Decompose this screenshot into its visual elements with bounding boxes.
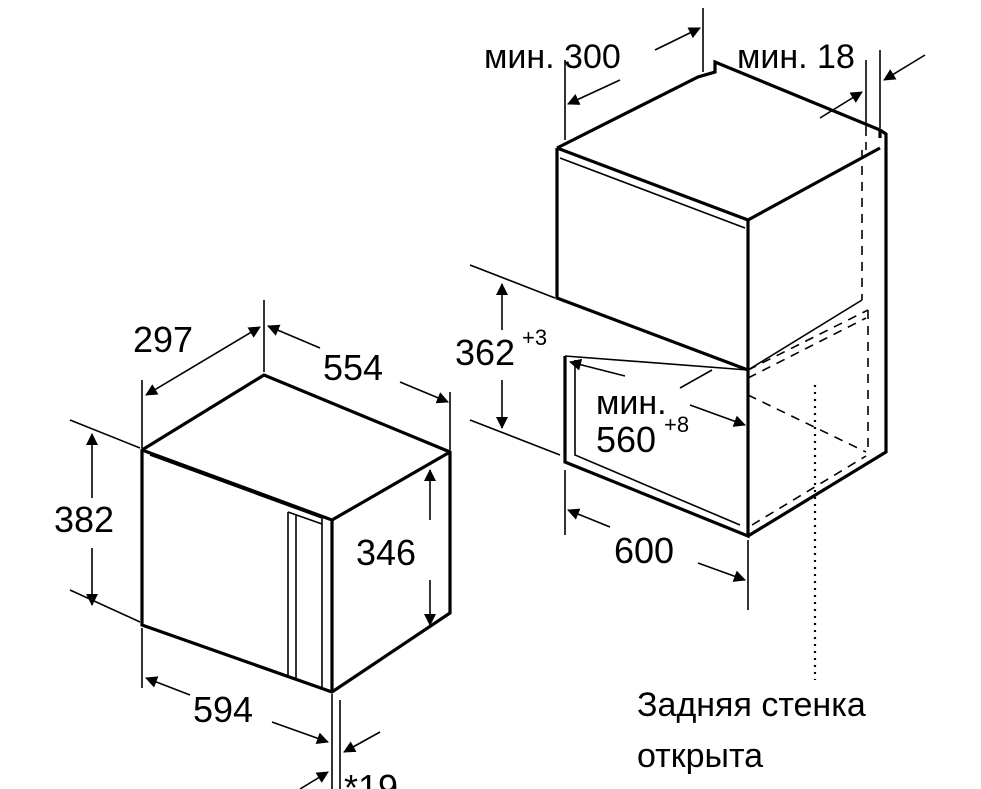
label-niche-height-tolerance: +3 xyxy=(522,325,547,350)
label-depth-note: *19 xyxy=(344,767,398,789)
note-line-1: Задняя стенка xyxy=(637,686,866,724)
label-inner-width-tolerance: +8 xyxy=(664,412,689,437)
note-line-2: открыта xyxy=(637,737,763,775)
label-front-width: 594 xyxy=(193,689,253,730)
label-top-width: 554 xyxy=(323,347,383,388)
label-inner-width: 560 xyxy=(596,419,656,460)
cabinet-dimensions xyxy=(469,8,926,610)
label-min-300: мин. 300 xyxy=(484,38,621,76)
cabinet-drawing xyxy=(555,59,888,680)
label-min-18: мин. 18 xyxy=(737,38,855,76)
label-depth: 297 xyxy=(133,319,193,360)
label-door-height: 346 xyxy=(356,532,416,573)
label-inner-min: мин. xyxy=(596,384,667,422)
microwave-dimensions xyxy=(69,300,451,789)
label-total-height: 382 xyxy=(54,499,114,540)
microwave-drawing xyxy=(140,373,452,694)
label-niche-width: 600 xyxy=(614,530,674,571)
label-niche-height: 362 xyxy=(455,332,515,373)
